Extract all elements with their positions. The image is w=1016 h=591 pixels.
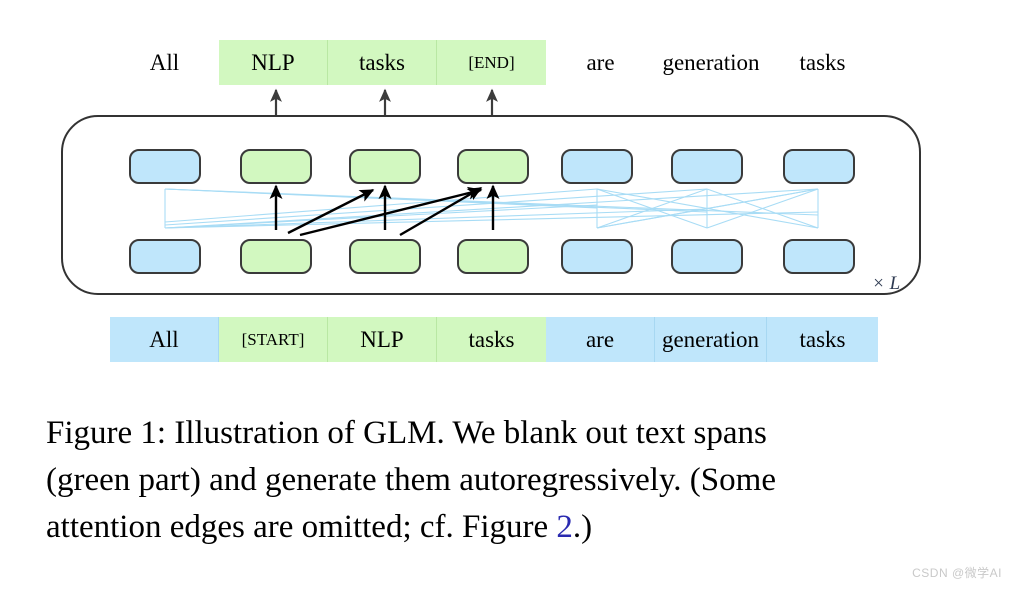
upper-hidden-states — [129, 149, 855, 184]
output-token-cell-2: tasks — [328, 40, 437, 85]
caption-line-2: (green part) and generate them autoregre… — [46, 462, 776, 498]
output-token-cell-3: [END] — [437, 40, 546, 85]
hidden-state-lower-4 — [561, 239, 633, 274]
lower-hidden-states — [129, 239, 855, 274]
output-token-cell-5: generation — [655, 40, 767, 85]
caption-line-3: attention edges are omitted; cf. Figure … — [46, 504, 976, 551]
layer-repeat-label: × L — [872, 273, 900, 294]
output-token-label: tasks — [799, 50, 846, 75]
attention-edge — [596, 188, 708, 229]
attention-edges-group — [164, 188, 819, 229]
output-token-label: [END] — [468, 53, 515, 72]
csdn-watermark: CSDN @微学AI — [912, 566, 1002, 580]
output-token-cell-0: All — [110, 40, 219, 85]
attention-edge — [164, 188, 819, 229]
output-token-cell-1: NLP — [219, 40, 328, 85]
input-token-cell-6: tasks — [767, 317, 878, 362]
hidden-state-lower-5 — [671, 239, 743, 274]
output-token-label: tasks — [359, 50, 405, 75]
ar-arrow-2-to-3 — [399, 186, 483, 237]
input-token-label: are — [585, 327, 615, 352]
output-token-row: All NLP tasks [END] are generation tasks — [110, 40, 878, 85]
input-token-label: generation — [661, 327, 760, 352]
output-token-label: NLP — [251, 50, 295, 75]
autoregressive-arrows-group — [269, 184, 500, 237]
attention-edge — [596, 188, 819, 229]
attention-edge — [164, 188, 708, 226]
input-token-row: All [START] NLP tasks are generation tas… — [110, 317, 878, 362]
hidden-state-lower-3 — [457, 239, 529, 274]
hidden-state-lower-0 — [129, 239, 201, 274]
input-token-label: [START] — [241, 330, 305, 349]
input-token-cell-3: tasks — [437, 317, 546, 362]
ar-arrow-1-to-3 — [299, 186, 483, 237]
attention-edge — [164, 188, 598, 223]
input-token-label: tasks — [799, 327, 846, 352]
input-token-cell-0: All — [110, 317, 219, 362]
output-token-cell-6: tasks — [767, 40, 878, 85]
hidden-state-upper-3 — [457, 149, 529, 184]
transformer-block-diagram: × L — [61, 88, 921, 295]
hidden-state-lower-1 — [240, 239, 312, 274]
input-token-cell-5: generation — [655, 317, 767, 362]
hidden-state-lower-6 — [783, 239, 855, 274]
hidden-state-lower-2 — [349, 239, 421, 274]
input-token-label: All — [149, 327, 179, 352]
caption-line-1: Figure 1: Illustration of GLM. We blank … — [46, 415, 767, 451]
figure-caption: Figure 1: Illustration of GLM. We blank … — [46, 410, 976, 551]
input-token-cell-2: NLP — [328, 317, 437, 362]
input-token-label: tasks — [468, 327, 515, 352]
hidden-state-upper-1 — [240, 149, 312, 184]
caption-line-3-tail: .) — [572, 509, 593, 545]
attention-edge — [706, 188, 819, 229]
input-token-cell-4: are — [546, 317, 655, 362]
output-arrows-group — [270, 88, 498, 115]
caption-line-3-head: attention edges are omitted; cf. Figure — [46, 509, 557, 545]
hidden-state-upper-0 — [129, 149, 201, 184]
output-token-label: All — [149, 50, 180, 75]
input-token-label: NLP — [360, 327, 404, 352]
ar-arrow-1-to-2 — [287, 188, 375, 235]
output-token-label: generation — [662, 50, 760, 75]
attention-edge — [164, 208, 708, 229]
caption-figure-reference-link[interactable]: 2 — [556, 509, 573, 545]
input-token-cell-1: [START] — [219, 317, 328, 362]
hidden-state-upper-5 — [671, 149, 743, 184]
hidden-state-upper-4 — [561, 149, 633, 184]
output-token-cell-4: are — [546, 40, 655, 85]
hidden-state-upper-2 — [349, 149, 421, 184]
attention-edge — [164, 211, 819, 229]
transformer-layer-container — [61, 115, 921, 295]
output-token-label: are — [586, 50, 615, 75]
hidden-state-upper-6 — [783, 149, 855, 184]
